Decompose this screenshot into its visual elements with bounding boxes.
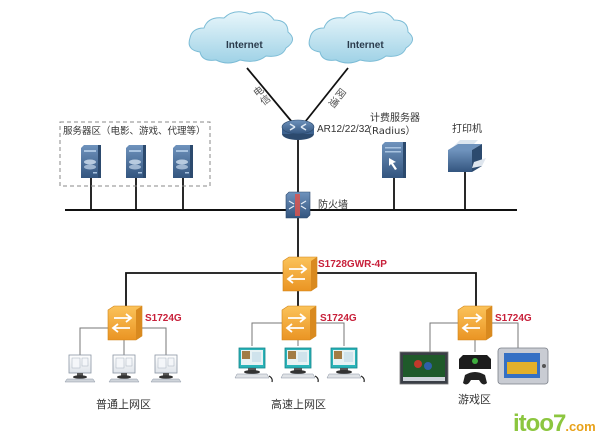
printer-label: 打印机 — [452, 124, 482, 135]
link-zone2-pc1 — [251, 322, 282, 346]
router-icon — [281, 119, 315, 140]
zone-label: 高速上网区 — [271, 398, 326, 411]
access-switch-label: S1724G — [145, 313, 182, 324]
firewall-icon — [285, 191, 311, 219]
access-switch-icon — [107, 305, 143, 341]
billing-server-label: 计费服务器 — [370, 113, 420, 124]
billing-server-sublabel: （Radius） — [362, 126, 416, 137]
link-zone3-handheld — [492, 322, 519, 350]
link-telecom — [246, 67, 293, 123]
core-switch-icon — [282, 256, 318, 292]
server-icon — [126, 145, 146, 178]
access-switch-icon — [281, 305, 317, 341]
router-label: AR12/22/32 — [317, 124, 370, 135]
internet-label: Internet — [226, 40, 263, 51]
internet-cloud-netcom — [308, 11, 413, 64]
pc-icon — [150, 354, 182, 383]
server-zone-box — [59, 121, 211, 187]
billing-server-icon — [382, 142, 406, 178]
link-zone1-pc3 — [142, 327, 167, 355]
zone-label: 游戏区 — [458, 393, 491, 406]
handheld-icon — [497, 347, 549, 385]
internet-label: Internet — [347, 40, 384, 51]
game-console-icon — [459, 355, 491, 385]
tv-icon — [399, 351, 449, 385]
server-zone-label: 服务器区（电影、游戏、代理等） — [63, 126, 206, 137]
internet-cloud-telecom — [188, 11, 293, 64]
core-switch-label: S1728GWR-4P — [318, 259, 387, 270]
server-icon — [173, 145, 193, 178]
link-zone3-tv — [429, 322, 458, 352]
watermark-main: itoo7 — [513, 410, 566, 437]
link-zone1-pc1 — [79, 327, 108, 355]
printer-icon — [448, 140, 486, 172]
pc-icon — [64, 354, 96, 383]
watermark-logo: itoo7.com — [513, 410, 596, 438]
access-switch-label: S1724G — [495, 313, 532, 324]
pc-color-icon — [326, 347, 365, 383]
watermark-tld: .com — [565, 419, 596, 434]
access-switch-label: S1724G — [320, 313, 357, 324]
pc-icon — [108, 354, 140, 383]
access-switch-icon — [457, 305, 493, 341]
zone-label: 普通上网区 — [96, 398, 151, 411]
server-icon — [81, 145, 101, 178]
link-netcom — [304, 67, 349, 123]
link-zone2-pc3 — [316, 322, 345, 346]
pc-color-icon — [280, 347, 319, 383]
firewall-label: 防火墙 — [318, 200, 348, 211]
pc-color-icon — [234, 347, 273, 383]
